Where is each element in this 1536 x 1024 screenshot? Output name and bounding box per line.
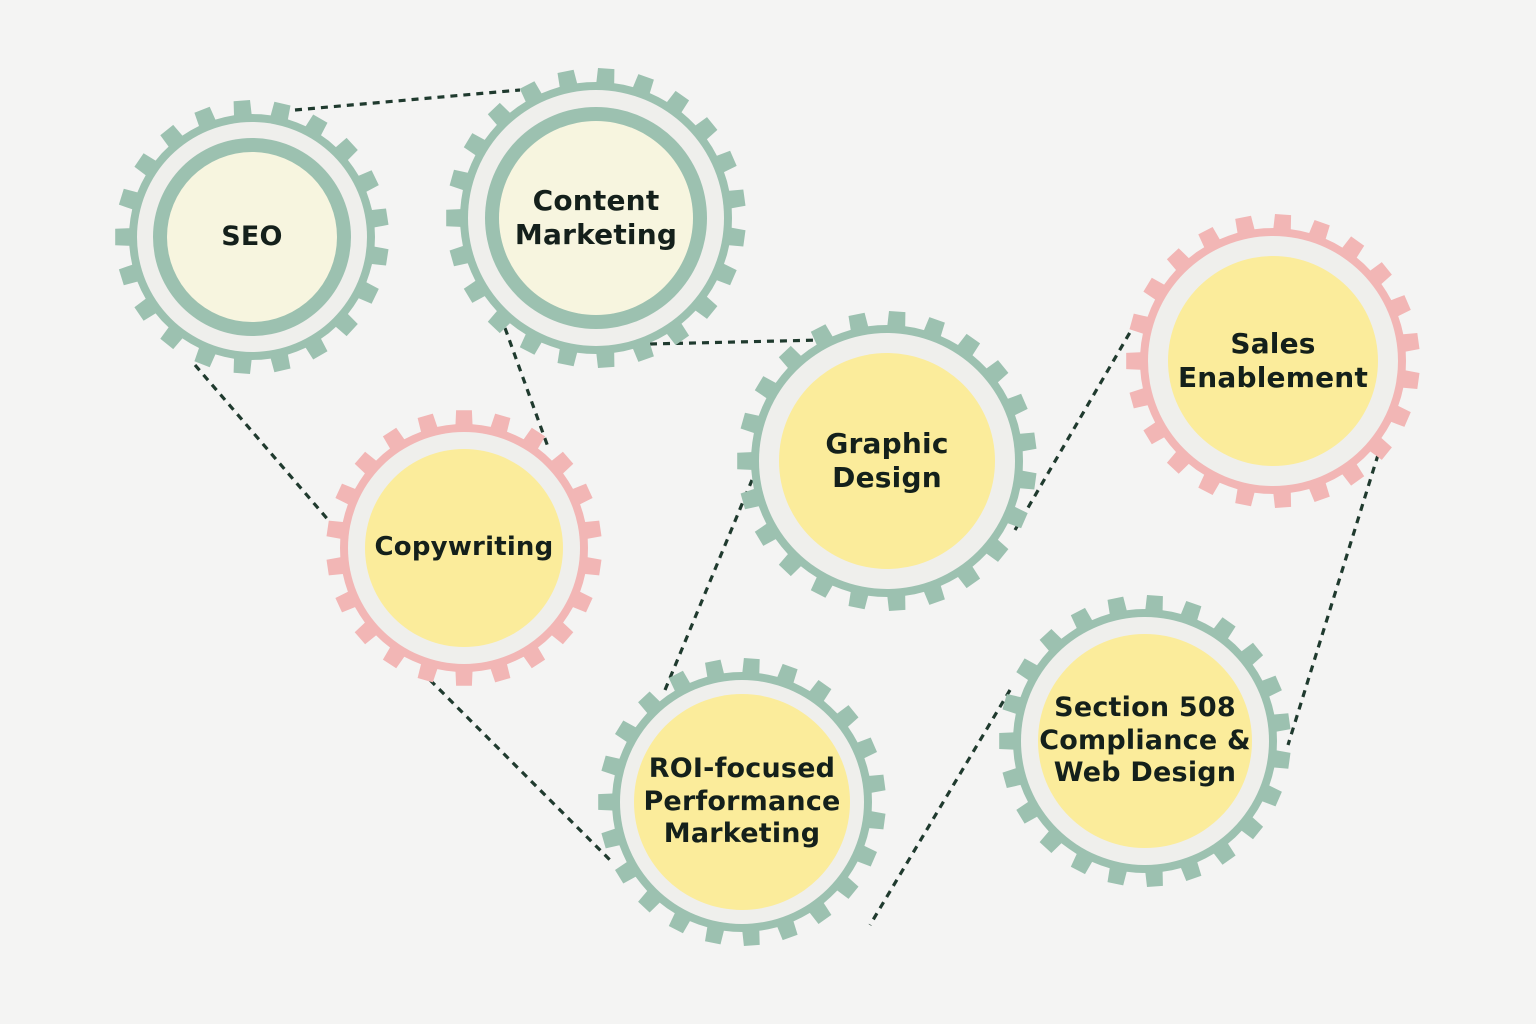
gear-label-line: Compliance &	[1039, 724, 1251, 756]
gear-graphic-design	[737, 311, 1037, 611]
gear-label-line: Design	[832, 461, 942, 494]
gear-label-line: Marketing	[514, 218, 678, 251]
gear-core-copywriting	[365, 449, 563, 647]
gear-seo	[115, 100, 389, 374]
gear-core-graphic-design	[779, 353, 995, 569]
gear-core-sales-enablement	[1168, 256, 1378, 466]
connector-seo-to-copywriting	[193, 363, 332, 524]
gear-label-line: SEO	[221, 220, 283, 252]
gear-label-line: ROI-focused	[648, 752, 836, 784]
gear-core-section-508-web-design	[1038, 634, 1252, 848]
gear-roi-performance-marketing	[598, 658, 886, 946]
connectors-layer	[193, 88, 1384, 926]
connector-copywriting-to-roi-performance-marketing	[428, 678, 612, 862]
gear-content-marketing	[446, 68, 746, 368]
gear-core-content-marketing	[499, 121, 693, 315]
gear-core-seo	[167, 152, 337, 322]
connector-graphic-design-to-sales-enablement	[1013, 321, 1138, 531]
gear-label-line: Section 508	[1054, 691, 1236, 723]
gear-label-line: Marketing	[663, 818, 821, 850]
gear-label-line: Performance	[643, 785, 841, 817]
connector-section-508-web-design-to-roi-performance-marketing	[868, 689, 1012, 926]
gear-label-copywriting: Copywriting	[345, 449, 583, 647]
gears-layer	[115, 68, 1420, 946]
connector-content-marketing-to-graphic-design	[649, 338, 823, 346]
gear-label-seo: SEO	[147, 152, 357, 322]
gear-section-508-web-design	[999, 595, 1291, 887]
connector-sales-enablement-to-section-508-web-design	[1286, 441, 1384, 746]
connector-seo-to-content-marketing	[294, 88, 521, 112]
gear-label-line: Sales	[1230, 326, 1316, 360]
gear-label-line: Web Design	[1053, 757, 1237, 789]
gear-sales-enablement	[1126, 214, 1420, 508]
connector-roi-performance-marketing-to-graphic-design	[663, 479, 754, 691]
connector-content-marketing-to-copywriting	[503, 327, 550, 448]
gear-core-roi-performance-marketing	[634, 694, 850, 910]
gear-label-line: Graphic	[825, 426, 949, 460]
gear-label-line: Enablement	[1177, 361, 1369, 394]
gear-label-line: Copywriting	[374, 532, 554, 563]
gear-label-line: Content	[532, 183, 660, 217]
gear-copywriting	[326, 410, 602, 686]
